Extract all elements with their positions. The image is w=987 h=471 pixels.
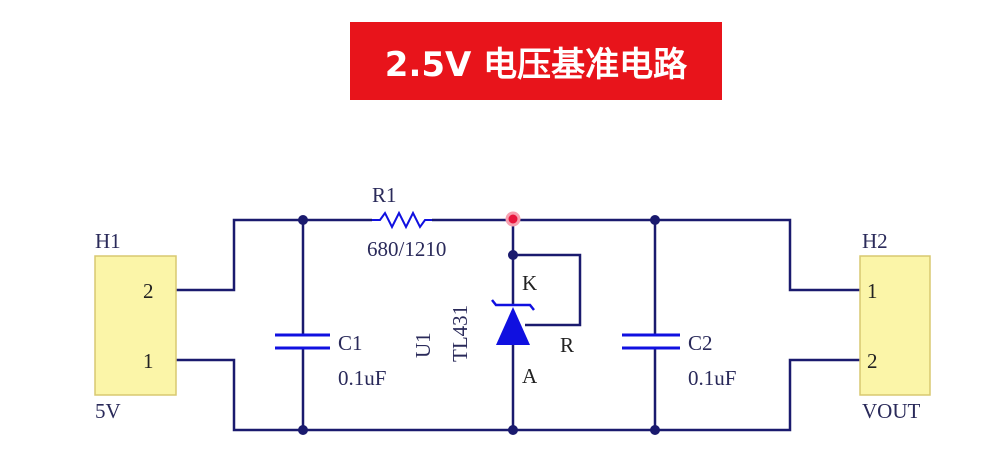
junction-dot: [298, 425, 308, 435]
c1-value: 0.1uF: [338, 366, 386, 390]
capacitor-c1-icon: [275, 333, 330, 350]
h1-designator: H1: [95, 229, 121, 253]
u1-value: TL431: [448, 305, 472, 362]
junction-dot: [650, 425, 660, 435]
tl431-zener-icon: [491, 299, 535, 345]
h2-designator: H2: [862, 229, 888, 253]
u1-designator: U1: [411, 332, 435, 358]
u1-pin-r: R: [560, 333, 574, 357]
resistor-r1-icon: [372, 210, 432, 230]
wire-h1-pin1: [176, 358, 860, 432]
u1-pin-k: K: [522, 271, 537, 295]
connector-h2: [859, 255, 931, 396]
diagram-title: 2.5V 电压基准电路: [350, 22, 722, 100]
capacitor-c2-icon: [622, 333, 680, 350]
highlight-node: [505, 211, 521, 227]
junction-dot: [298, 215, 308, 225]
c2-designator: C2: [688, 331, 713, 355]
wire-h1-pin2: [176, 218, 372, 292]
c2-value: 0.1uF: [688, 366, 736, 390]
wire-u1-ref: [513, 253, 582, 327]
junction-dot: [650, 215, 660, 225]
h1-value: 5V: [95, 399, 121, 423]
junction-dot: [508, 250, 518, 260]
r1-value: 680/1210: [367, 237, 446, 261]
junctions: [298, 211, 660, 435]
h2-pin-2: 2: [867, 349, 878, 373]
c1-designator: C1: [338, 331, 363, 355]
h1-pin-2: 2: [143, 279, 154, 303]
h2-pin-1: 1: [867, 279, 878, 303]
h2-value: VOUT: [862, 399, 920, 423]
h1-pin-1: 1: [143, 349, 154, 373]
u1-pin-a: A: [522, 364, 538, 388]
wire-top-right: [432, 218, 860, 292]
connector-h1: [94, 255, 177, 396]
junction-dot: [508, 425, 518, 435]
r1-designator: R1: [372, 183, 397, 207]
